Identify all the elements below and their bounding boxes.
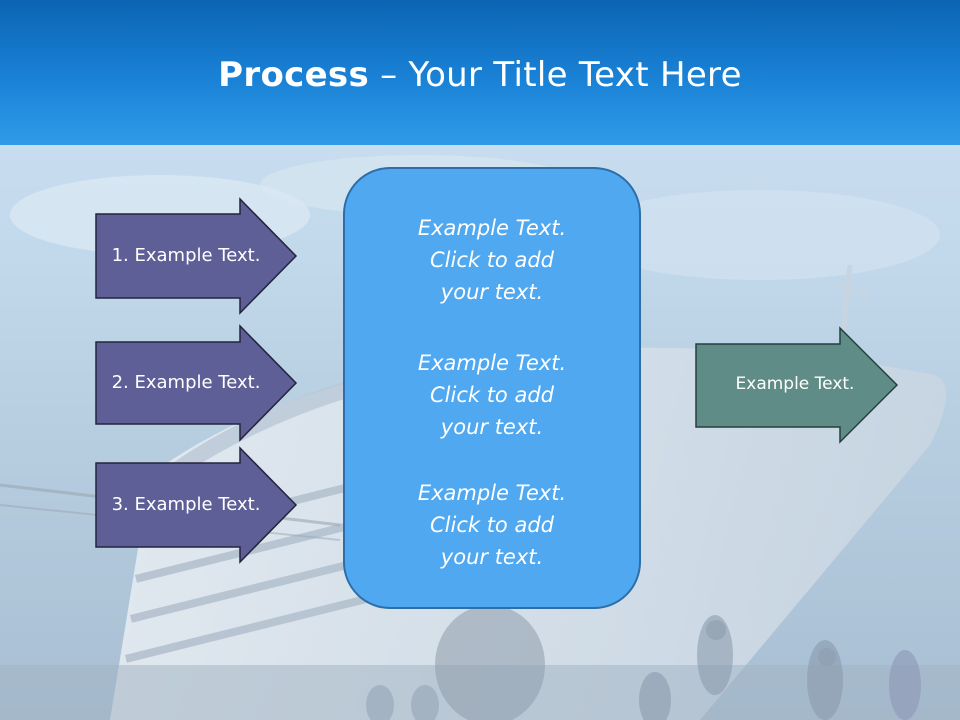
center-text-2-line3: your text. [440, 415, 544, 439]
center-text-3: Example Text. Click to add your text. [372, 477, 612, 573]
right-arrow-label: Example Text. [735, 374, 855, 394]
center-text-2: Example Text. Click to add your text. [372, 347, 612, 443]
left-arrow-2-label: 2. Example Text. [111, 372, 261, 393]
center-text-1-line2: Click to add [429, 248, 554, 272]
center-text-3-line2: Click to add [429, 513, 554, 537]
center-text-1-line1: Example Text. [417, 216, 567, 240]
right-arrow[interactable] [695, 326, 899, 444]
center-text-3-line3: your text. [440, 545, 544, 569]
center-box[interactable] [343, 167, 641, 609]
center-text-3-line1: Example Text. [417, 481, 567, 505]
slide-title[interactable]: Process – Your Title Text Here [0, 52, 960, 98]
left-arrow-3[interactable] [95, 446, 298, 564]
left-arrow-1[interactable] [95, 197, 298, 315]
left-arrow-3-label: 3. Example Text. [111, 494, 261, 515]
center-text-2-line2: Click to add [429, 383, 554, 407]
title-bar [0, 0, 960, 145]
center-text-2-line1: Example Text. [417, 351, 567, 375]
left-arrow-1-label: 1. Example Text. [111, 245, 261, 266]
center-text-1-line3: your text. [440, 280, 544, 304]
left-arrow-2[interactable] [95, 324, 298, 442]
title-rest: – Your Title Text Here [369, 55, 742, 95]
center-text-1: Example Text. Click to add your text. [372, 212, 612, 308]
title-bold: Process [218, 55, 370, 95]
